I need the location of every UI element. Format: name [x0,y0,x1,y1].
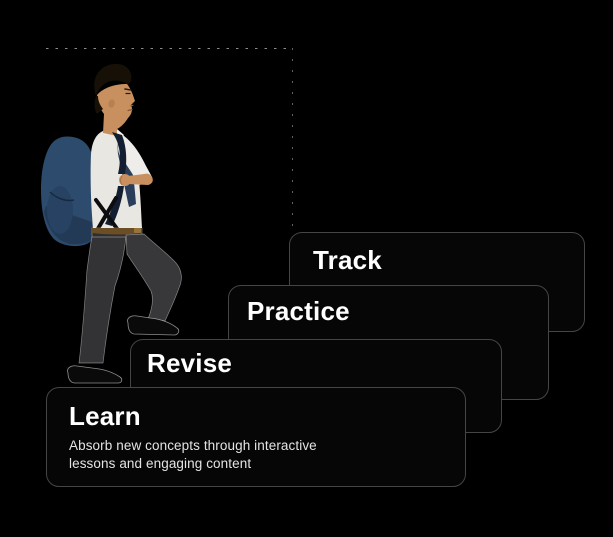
step-title-practice: Practice [247,296,350,326]
step-card-learn: Learn Absorb new concepts through intera… [46,387,466,487]
step-description-line2: lessons and engaging content [69,456,252,472]
step-title-revise: Revise [147,348,233,378]
person-shoes [67,315,180,384]
step-description-line1: Absorb new concepts through interactive [69,438,317,454]
step-description-learn: Absorb new concepts through interactive … [69,437,465,473]
person-arm [118,136,153,186]
person-backpack-straps [94,132,127,234]
step-title-track: Track [313,245,382,275]
student-photo [41,63,182,384]
person-belt [92,228,142,235]
person-head [94,63,135,136]
step-title-learn: Learn [69,401,141,431]
person-backpack [41,136,95,247]
person-legs [78,227,182,364]
